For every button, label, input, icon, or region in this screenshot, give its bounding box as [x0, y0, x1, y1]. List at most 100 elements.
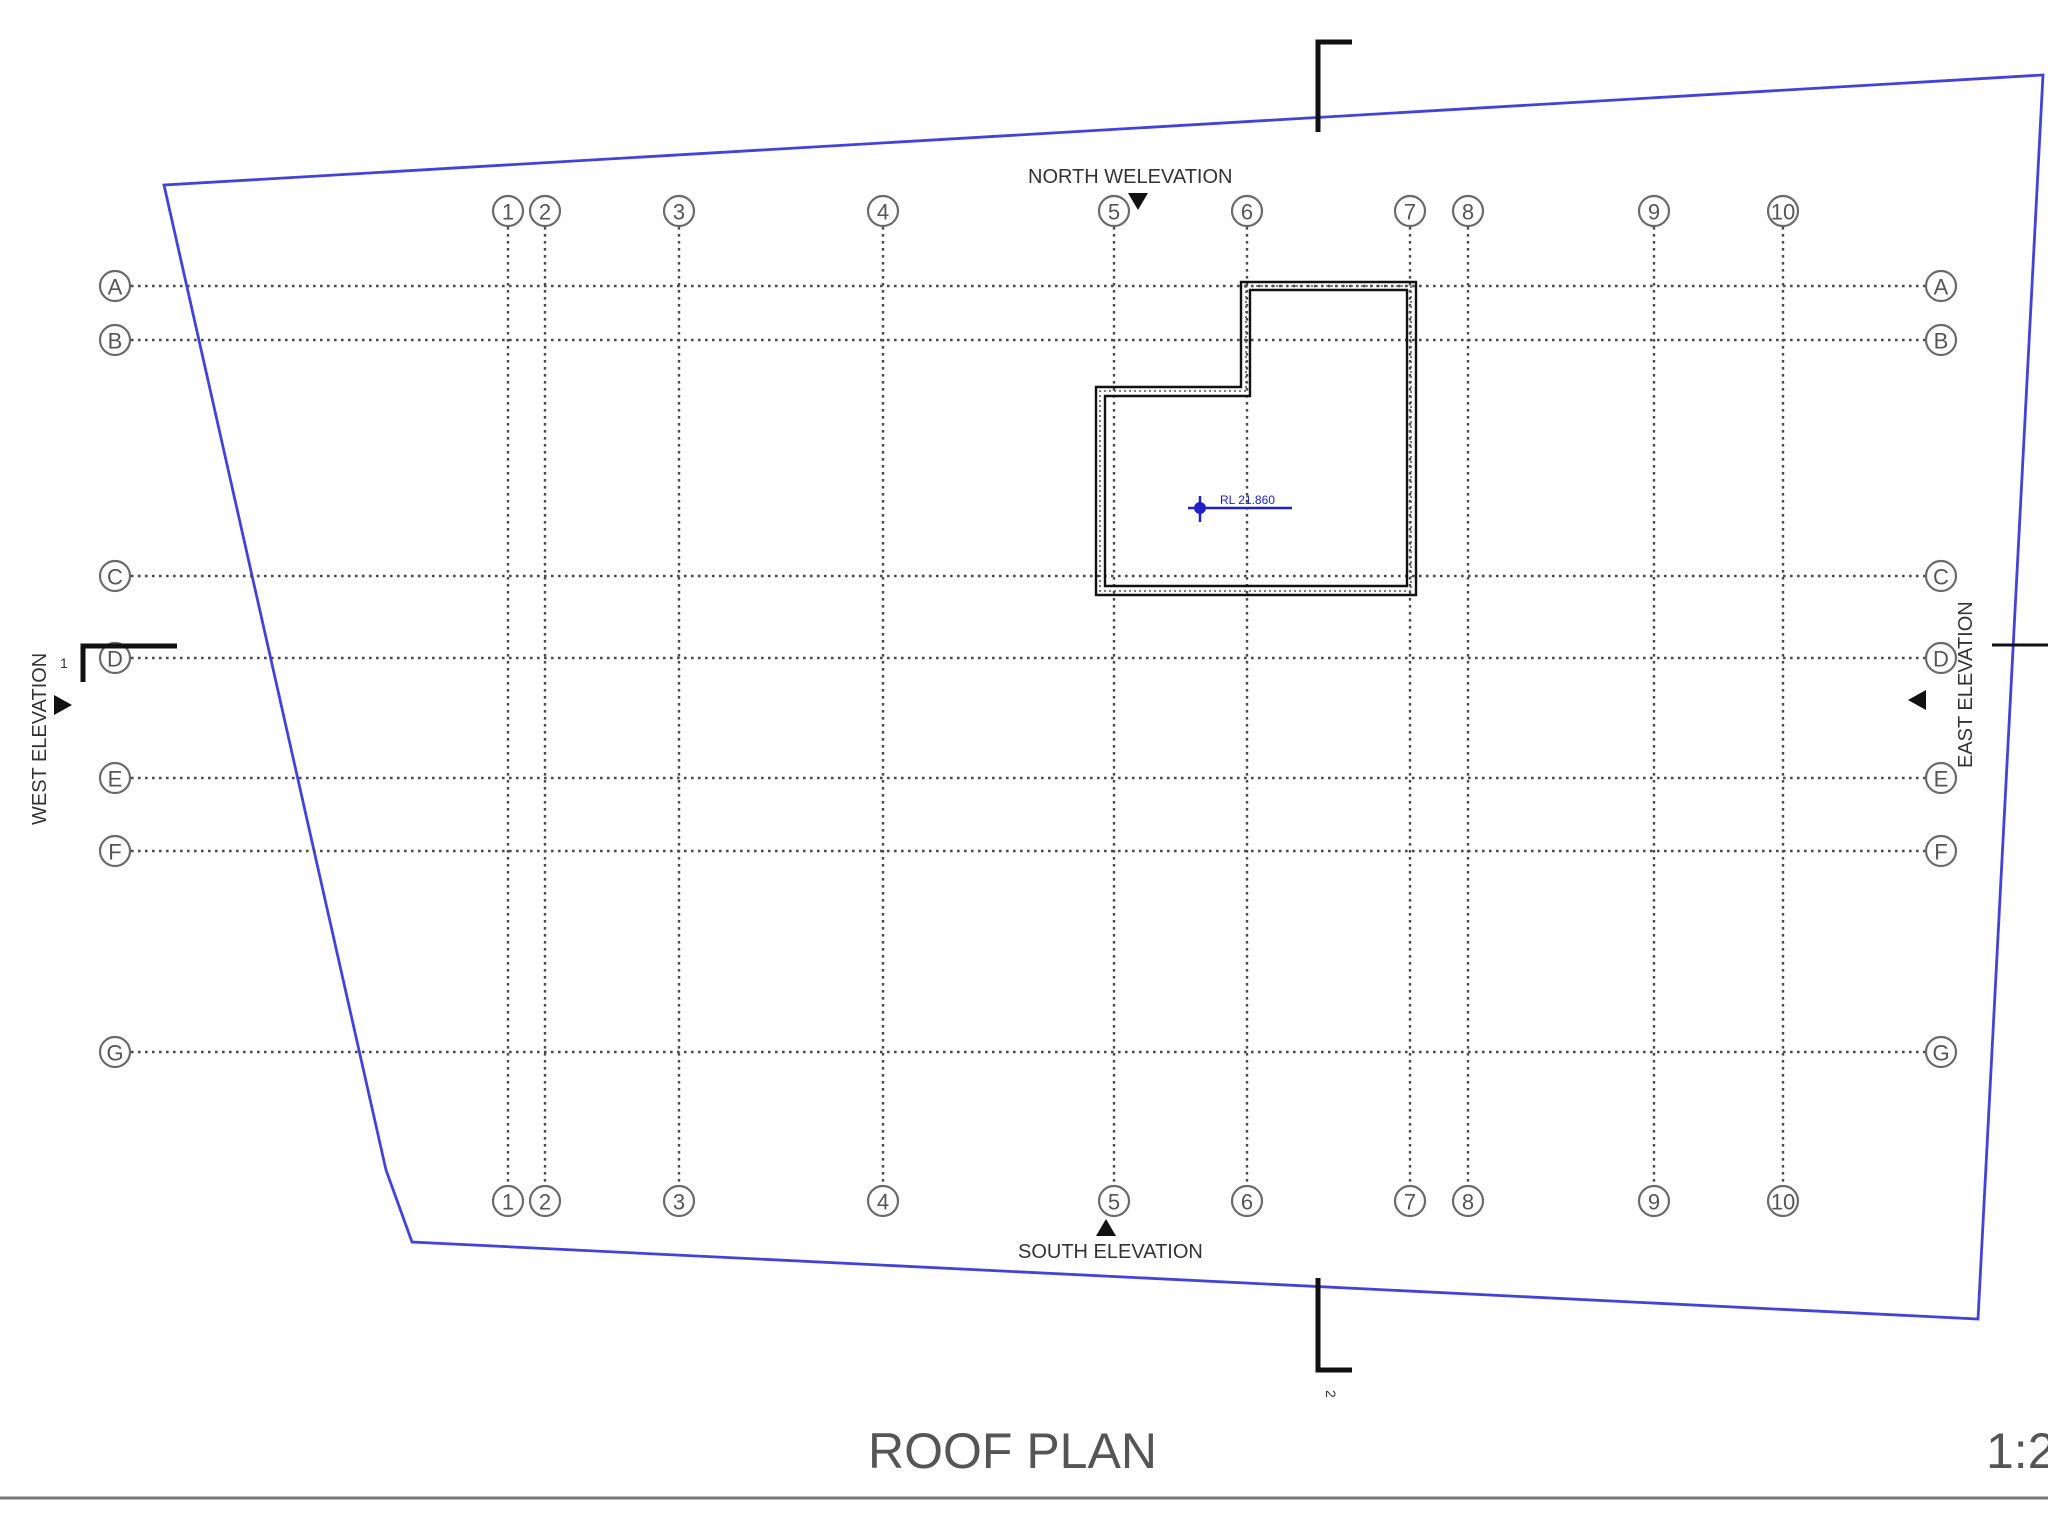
grid-bubble-label: 7 [1404, 1190, 1416, 1215]
north-elevation-label: NORTH WELEVATION [1028, 166, 1232, 188]
grid-bubble-label: 6 [1241, 200, 1253, 225]
east-elevation-marker [1908, 690, 1926, 710]
grid-bubble-label: G [1932, 1041, 1949, 1066]
grid-bubble-label: 5 [1108, 1190, 1120, 1215]
grid-bubble-circle [662, 194, 696, 228]
grid-bubble-left-D: D [98, 641, 132, 675]
grid-bubble-top-3: 3 [662, 194, 696, 228]
grid-bubble-right-F: F [1924, 834, 1958, 868]
grid-bubble-top-2: 2 [528, 194, 562, 228]
grid-bubble-circle [98, 761, 132, 795]
grid-bubble-label: 9 [1648, 1190, 1660, 1215]
west-elevation-marker [54, 695, 72, 715]
grid-bubble-circle [1451, 1184, 1485, 1218]
grid-bubble-circle [1393, 194, 1427, 228]
grid-bubble-circle [98, 641, 132, 675]
grid-bubble-label: 4 [877, 200, 889, 225]
grid-bubble-bottom-1: 1 [491, 1184, 525, 1218]
grid-bubble-top-6: 6 [1230, 194, 1264, 228]
grid-bubble-top-9: 9 [1637, 194, 1671, 228]
grid-bubble-top-7: 7 [1393, 194, 1427, 228]
grid-bubble-circle [98, 323, 132, 357]
grid-bubble-label: C [107, 565, 123, 590]
drawing-scale: 1:2 [1986, 1423, 2048, 1479]
grid-bubble-circle [1097, 1184, 1131, 1218]
grid-bubble-circle [1766, 1184, 1800, 1218]
grid-bubble-circle [1097, 194, 1131, 228]
grid-bubble-circle [491, 1184, 525, 1218]
grid-bubble-top-4: 4 [866, 194, 900, 228]
grid-bubble-circle [98, 834, 132, 868]
grid-bubble-circle [1924, 834, 1958, 868]
grid-bubble-left-B: B [98, 323, 132, 357]
grid-bubble-label: 6 [1241, 1190, 1253, 1215]
grid-bubble-bottom-6: 6 [1230, 1184, 1264, 1218]
section-1-marker: 1 [60, 643, 177, 682]
grid-bubble-label: 10 [1771, 200, 1795, 225]
grid-bubble-label: A [108, 275, 123, 300]
grid-bubble-label: 8 [1462, 1190, 1474, 1215]
south-elevation-label: SOUTH ELEVATION [1018, 1241, 1203, 1263]
grid-bubble-bottom-5: 5 [1097, 1184, 1131, 1218]
grid-bubble-right-A: A [1924, 269, 1958, 303]
grid-bubble-right-D: D [1924, 641, 1958, 675]
grid-bubble-circle [662, 1184, 696, 1218]
grid-bubble-label: D [1933, 647, 1949, 672]
grid-bubble-circle [98, 559, 132, 593]
grid-bubble-left-A: A [98, 269, 132, 303]
grid-bubble-right-B: B [1924, 323, 1958, 357]
grid-bubble-label: F [108, 840, 121, 865]
grid-bubble-right-C: C [1924, 559, 1958, 593]
grid-bubble-circle [1637, 194, 1671, 228]
grid-bubble-left-E: E [98, 761, 132, 795]
grid-bubble-label: B [1934, 329, 1949, 354]
grid-bubble-circle [1393, 1184, 1427, 1218]
grid-bubble-label: 9 [1648, 200, 1660, 225]
grid-bubble-label: 2 [539, 200, 551, 225]
roof-outline [1094, 280, 1418, 597]
grid-bubble-label: G [106, 1041, 123, 1066]
grid-lines [131, 227, 1925, 1185]
grid-bubble-top-1: 1 [491, 194, 525, 228]
grid-bubble-circle [98, 269, 132, 303]
grid-bubble-circle [1924, 269, 1958, 303]
grid-bubble-circle [1451, 194, 1485, 228]
grid-bubble-label: 10 [1771, 1190, 1795, 1215]
grid-bubble-circle [528, 1184, 562, 1218]
grid-bubble-circle [1924, 1035, 1958, 1069]
grid-bubble-top-10: 10 [1766, 194, 1800, 228]
east-elevation-label: EAST ELEVATION [1955, 601, 1977, 768]
grid-bubble-label: E [108, 767, 123, 792]
grid-bubble-circle [1230, 1184, 1264, 1218]
grid-bubble-bottom-3: 3 [662, 1184, 696, 1218]
grid-bubble-bottom-10: 10 [1766, 1184, 1800, 1218]
grid-bubble-bottom-9: 9 [1637, 1184, 1671, 1218]
drawing-title: ROOF PLAN [868, 1423, 1157, 1479]
north-elevation-marker [1128, 193, 1148, 210]
grid-bubble-label: 1 [502, 1190, 514, 1215]
grid-bubble-top-8: 8 [1451, 194, 1485, 228]
west-elevation-label: WEST ELEVATION [29, 653, 51, 825]
grid-bubble-circle [1766, 194, 1800, 228]
grid-bubble-right-E: E [1924, 761, 1958, 795]
section-1-label: 1 [60, 655, 68, 671]
grid-bubble-top-5: 5 [1097, 194, 1131, 228]
grid-bubble-left-F: F [98, 834, 132, 868]
grid-bubble-label: A [1934, 275, 1949, 300]
grid-bubble-label: E [1934, 767, 1949, 792]
grid-bubble-label: 5 [1108, 200, 1120, 225]
section-top-marker [1315, 39, 1352, 132]
grid-bubble-label: 2 [539, 1190, 551, 1215]
section-2-marker: 2 [1315, 1278, 1352, 1398]
section-2-label: 2 [1323, 1390, 1339, 1398]
grid-bubble-circle [1924, 761, 1958, 795]
grid-bubble-label: D [107, 647, 123, 672]
site-boundary [162, 73, 2045, 1321]
grid-bubble-bottom-4: 4 [866, 1184, 900, 1218]
level-marker: RL 21.860 [1188, 493, 1292, 522]
grid-bubble-circle [528, 194, 562, 228]
grid-bubble-label: 7 [1404, 200, 1416, 225]
grid-bubble-circle [1924, 559, 1958, 593]
grid-bubble-bottom-2: 2 [528, 1184, 562, 1218]
